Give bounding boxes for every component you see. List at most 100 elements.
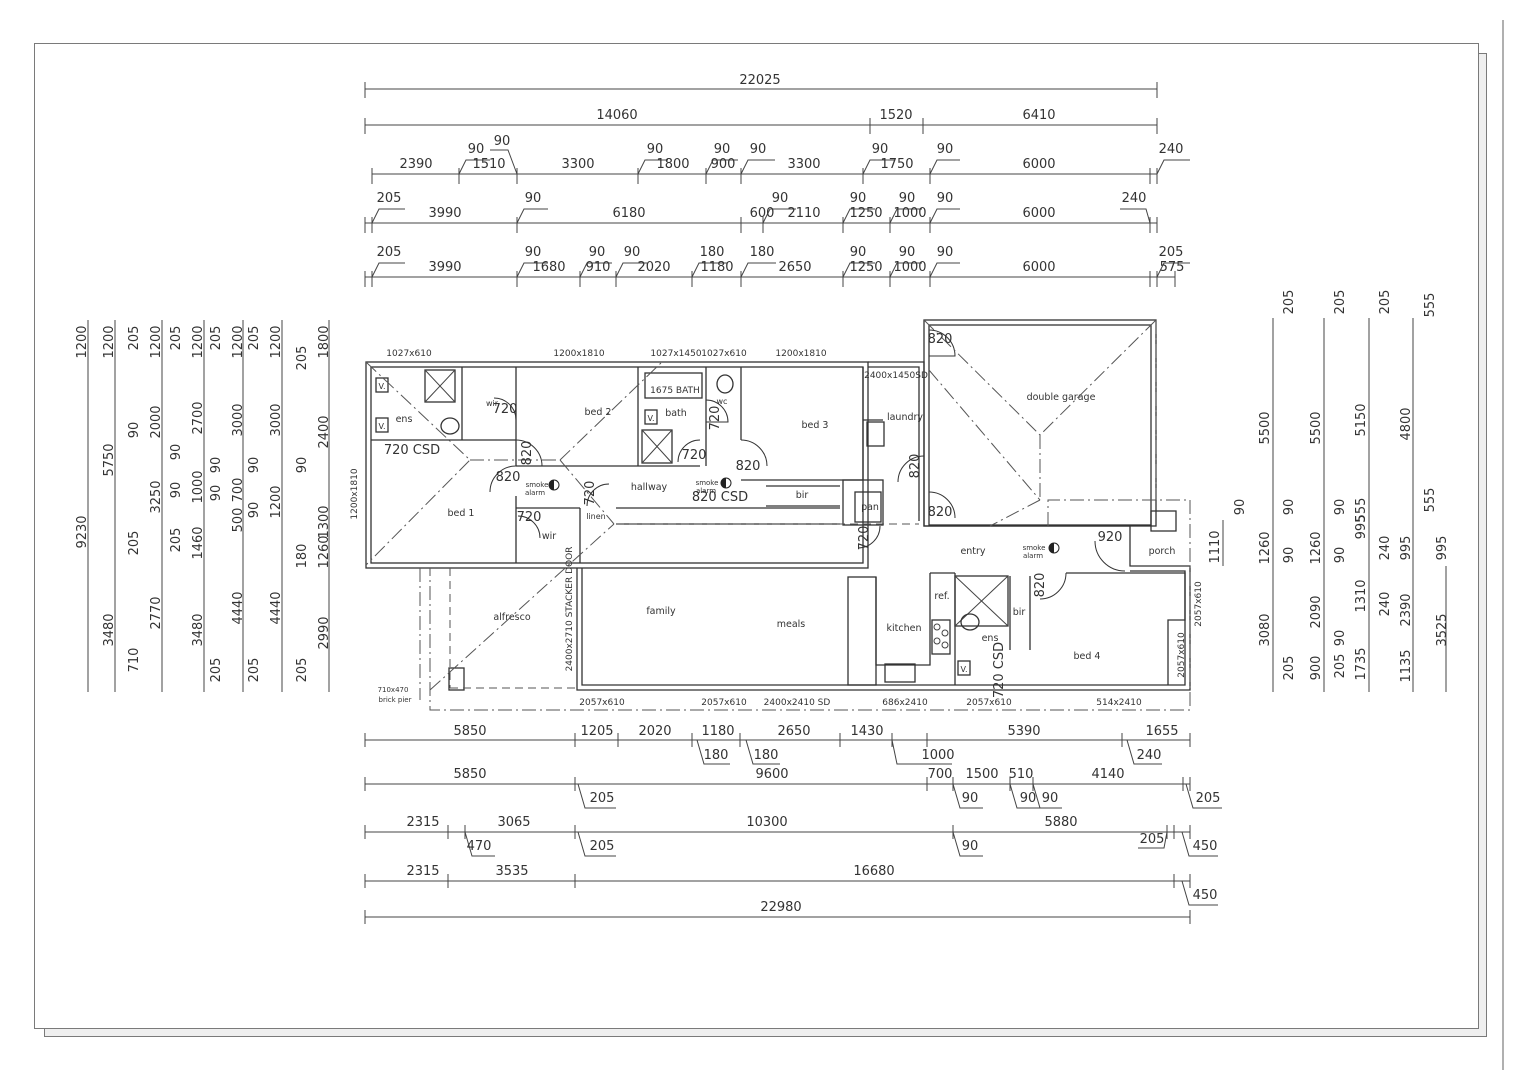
dimension-bottom-row1: 5390 [1007, 724, 1040, 739]
dimension-right-col3: 90 [1333, 630, 1348, 647]
dimension-top-row3: 90 [468, 142, 485, 157]
room-label-family: family [646, 606, 676, 617]
dimension-bottom-row2: 90 [1020, 791, 1037, 806]
room-label-porch: porch [1149, 546, 1176, 557]
dimension-left-col3: 2000 [149, 405, 164, 438]
room-label-linen: linen [586, 512, 606, 521]
dimension-top-row4: 90 [525, 191, 542, 206]
dimension-right-col3: 1260 [1309, 531, 1324, 564]
dimension-bottom-row1: 5850 [453, 724, 486, 739]
window-label: 1200x1810 [350, 468, 360, 519]
dimension-bottom-row1: 1430 [850, 724, 883, 739]
room-label-bath: bath [665, 408, 687, 419]
bath-label: 1675 BATH [650, 386, 700, 396]
dimension-left-col4: 90 [169, 444, 184, 461]
dimension-bottom-row2: 90 [962, 791, 979, 806]
window-label: 1027x1450 [650, 349, 701, 359]
room-label-hallway: hallway [631, 482, 668, 493]
dimension-top-row3: 2390 [399, 157, 432, 172]
dimension-right-col6: 3525 [1435, 613, 1450, 646]
dimension-right-col3: 205 [1333, 654, 1348, 679]
dimension-left-col7: 205 [295, 658, 310, 683]
dimension-top-row4: 205 [377, 191, 402, 206]
dimension-left-col5: 700 [231, 478, 246, 503]
dimension-top-row2: 1520 [879, 108, 912, 123]
dimension-top-row3: 90 [714, 142, 731, 157]
dimension-right-col3: 90 [1333, 499, 1348, 516]
dimension-left-col7: 205 [295, 346, 310, 371]
dimension-lines [87, 82, 1447, 924]
dimension-top-row4: 90 [850, 191, 867, 206]
room-label-entry: entry [960, 546, 985, 557]
dimension-bottom-row1: 1000 [921, 748, 954, 763]
vanity-label: V. [961, 665, 968, 674]
smoke-alarm-label: smoke [526, 481, 549, 489]
dimension-left-col6: 1200 [269, 325, 284, 358]
room-label-meals: meals [777, 619, 806, 630]
dimension-right-col4: 240 [1378, 592, 1393, 617]
dimension-bottom-row1: 1655 [1145, 724, 1178, 739]
room-label-ens2: ens [982, 633, 999, 644]
dimension-right-col1: 90 [1233, 499, 1248, 516]
dimension-bottom-row1: 2020 [638, 724, 671, 739]
dimension-left-col2: 5750 [102, 443, 117, 476]
window-label: 2057x610 [701, 698, 747, 708]
window-label: 1027x610 [386, 349, 432, 359]
dimension-left-col6: 4440 [269, 591, 284, 624]
window-label: 2057x610 [966, 698, 1012, 708]
dimension-top-row5: 910 [586, 260, 611, 275]
window-label: 2057x610 [579, 698, 625, 708]
dimension-right-col5: 1135 [1399, 649, 1414, 682]
door-width-label: 720 CSD [384, 443, 440, 458]
viewer-scrollbar-edge [1502, 20, 1504, 1070]
brick-pier-label: brick pier [379, 696, 412, 704]
dimension-right-col4: 5150 [1354, 403, 1369, 436]
dimension-right-col4: 240 [1378, 536, 1393, 561]
smoke-alarm-label: smoke [1023, 544, 1046, 552]
room-label-bed1: bed 1 [448, 508, 475, 519]
dimension-bottom-row4: 2315 [406, 864, 439, 879]
vanity-label: V. [379, 382, 386, 391]
room-labels: ens wir bed 2 bath wc bed 3 laundry doub… [379, 382, 1176, 674]
dimension-left-col4: 90 [169, 482, 184, 499]
dimension-left-col1: 1200 [75, 325, 90, 358]
dimension-top-row5: 575 [1160, 260, 1185, 275]
dimension-bottom-row3: 3065 [497, 815, 530, 830]
dimension-top-row3: 3300 [561, 157, 594, 172]
room-label-wir: wir [486, 399, 499, 408]
door-width-label: 820 [908, 454, 923, 479]
dimension-left-col1: 9230 [75, 515, 90, 548]
dimension-right-col2: 205 [1282, 656, 1297, 681]
dimension-right-col5: 995 [1399, 536, 1414, 561]
window-label: 1200x1810 [553, 349, 604, 359]
dimension-left-col4: 3480 [191, 613, 206, 646]
dimension-bottom-row3: 205 [590, 839, 615, 854]
dimension-bottom-row1: 240 [1137, 748, 1162, 763]
dimension-left-col4: 205 [169, 326, 184, 351]
dimension-top-row4: 90 [772, 191, 789, 206]
door-width-label: 820 [1033, 573, 1048, 598]
dimension-top-row2: 6410 [1022, 108, 1055, 123]
window-labels: 1027x610 1200x1810 1027x1450 1027x610 12… [350, 349, 1204, 708]
dimension-top-row4: 3990 [428, 206, 461, 221]
dimension-top-row3: 90 [647, 142, 664, 157]
dimension-left-col3: 205 [127, 326, 142, 351]
room-label-bed3: bed 3 [802, 420, 829, 431]
dimension-top-row5: 90 [589, 245, 606, 260]
dimension-left-col7: 1260 [317, 535, 332, 568]
dimension-top-row5: 205 [1159, 245, 1184, 260]
room-label-ens: ens [396, 414, 413, 425]
door-width-label: 820 [520, 441, 535, 466]
door-width-label: 820 [928, 332, 953, 347]
dimension-top-row3: 90 [750, 142, 767, 157]
dimension-right-col4: 555 [1354, 498, 1369, 523]
door-width-label: 720 [708, 406, 723, 431]
dimension-right-col4: 205 [1378, 290, 1393, 315]
dimension-left-col3: 205 [127, 531, 142, 556]
dimension-bottom-row2: 4140 [1091, 767, 1124, 782]
dimension-left-col3: 2770 [149, 596, 164, 629]
window-label: 1200x1810 [775, 349, 826, 359]
dimension-bottom-row2: 510 [1009, 767, 1034, 782]
room-label-garage: double garage [1027, 392, 1096, 403]
